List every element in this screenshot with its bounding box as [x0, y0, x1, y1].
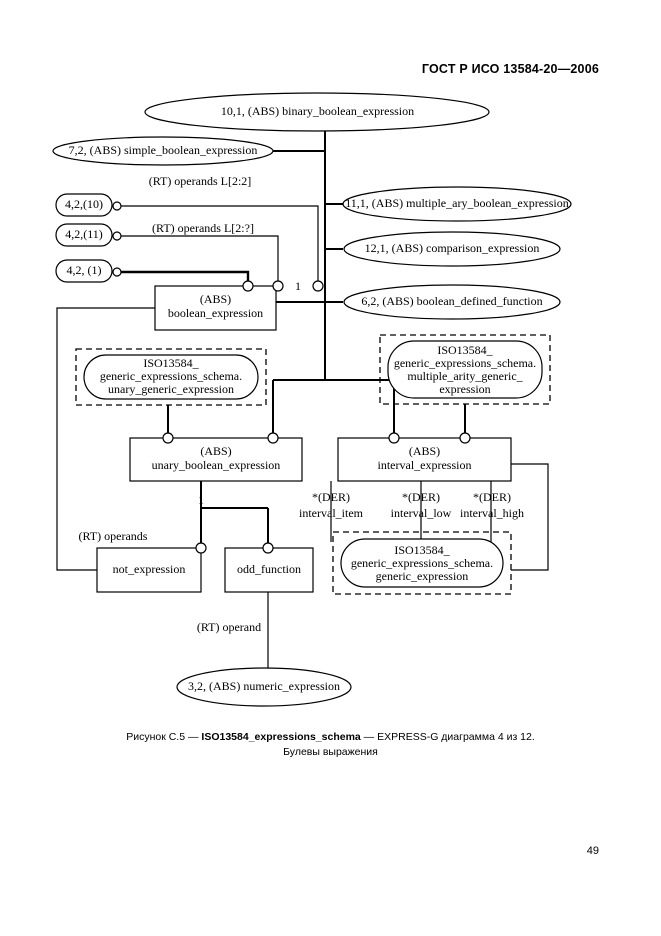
imported-label-generic-expression-line2: generic_expressions_schema.: [350, 556, 494, 570]
cardinality-label-left: 1: [198, 493, 204, 507]
edge-label-operand: (RT) operand: [196, 620, 262, 634]
imported-label-multiple-arity-generic-expression-line3: multiple_arity_generic_: [407, 369, 523, 383]
box-label-boolean-expression-line2: boolean_expression: [167, 306, 264, 320]
figure-caption: Рисунок С.5 — ISO13584_expressions_schem…: [0, 730, 661, 760]
edge-label-operands-l2q: (RT) operands L[2:?]: [152, 221, 254, 235]
ref-label-4-2-1: 4,2, (1): [66, 263, 102, 277]
box-label-unary-boolean-expression-line2: unary_boolean_expression: [151, 458, 281, 472]
imported-label-multiple-arity-generic-expression-line2: generic_expressions_schema.: [393, 356, 537, 370]
der-tag-interval-item: *(DER): [312, 490, 350, 504]
cardinality-label-right: 1: [295, 279, 301, 293]
oval-label-simple-boolean-expression: 7,2, (ABS) simple_boolean_expression: [68, 143, 258, 157]
der-name-interval-high: interval_high: [460, 506, 524, 520]
express-g-diagram: 10,1, (ABS) binary_boolean_expression 7,…: [0, 80, 661, 720]
edge-label-operands: (RT) operands: [78, 529, 148, 543]
caption-schema-name: ISO13584_expressions_schema: [201, 731, 361, 743]
oval-label-multiple-ary-boolean-expression: 11,1, (ABS) multiple_ary_boolean_express…: [345, 196, 569, 210]
box-label-not-expression: not_expression: [112, 562, 186, 576]
imported-label-unary-generic-expression-line3: unary_generic_expression: [108, 382, 234, 396]
box-label-interval-expression-line1: (ABS): [408, 444, 441, 458]
imported-label-unary-generic-expression-line1: ISO13584_: [143, 356, 199, 370]
imported-label-multiple-arity-generic-expression-line4: expression: [439, 382, 491, 396]
der-tag-interval-low: *(DER): [402, 490, 440, 504]
box-label-boolean-expression-line1: (ABS): [199, 292, 232, 306]
diagram-canvas: [52, 92, 572, 707]
box-label-unary-boolean-expression-line1: (ABS): [200, 444, 232, 458]
page-header-standard: ГОСТ Р ИСО 13584-20—2006: [421, 62, 599, 76]
imported-label-multiple-arity-generic-expression-line1: ISO13584_: [437, 343, 493, 357]
page-number: 49: [586, 845, 599, 857]
caption-prefix: Рисунок С.5 —: [126, 731, 202, 743]
ref-label-4-2-10: 4,2,(10): [65, 197, 103, 211]
oval-label-boolean-defined-function: 6,2, (ABS) boolean_defined_function: [361, 294, 543, 308]
der-name-interval-low: interval_low: [390, 506, 452, 520]
oval-label-numeric-expression: 3,2, (ABS) numeric_expression: [188, 679, 340, 693]
ref-label-4-2-11: 4,2,(11): [65, 227, 103, 241]
caption-suffix: — EXPRESS-G диаграмма 4 из 12.: [360, 731, 535, 743]
der-name-interval-item: interval_item: [299, 506, 363, 520]
imported-label-generic-expression-line3: generic_expression: [375, 569, 469, 583]
oval-label-comparison-expression: 12,1, (ABS) comparison_expression: [364, 241, 540, 255]
imported-label-unary-generic-expression-line2: generic_expressions_schema.: [99, 369, 243, 383]
imported-label-generic-expression-line1: ISO13584_: [394, 543, 450, 557]
box-label-interval-expression-line2: interval_expression: [377, 458, 472, 472]
caption-line2: Булевы выражения: [283, 746, 378, 758]
oval-label-binary-boolean-expression: 10,1, (ABS) binary_boolean_expression: [220, 104, 415, 118]
box-label-odd-function: odd_function: [237, 562, 301, 576]
edge-label-operands-l22: (RT) operands L[2:2]: [148, 174, 252, 188]
der-tag-interval-high: *(DER): [473, 490, 511, 504]
